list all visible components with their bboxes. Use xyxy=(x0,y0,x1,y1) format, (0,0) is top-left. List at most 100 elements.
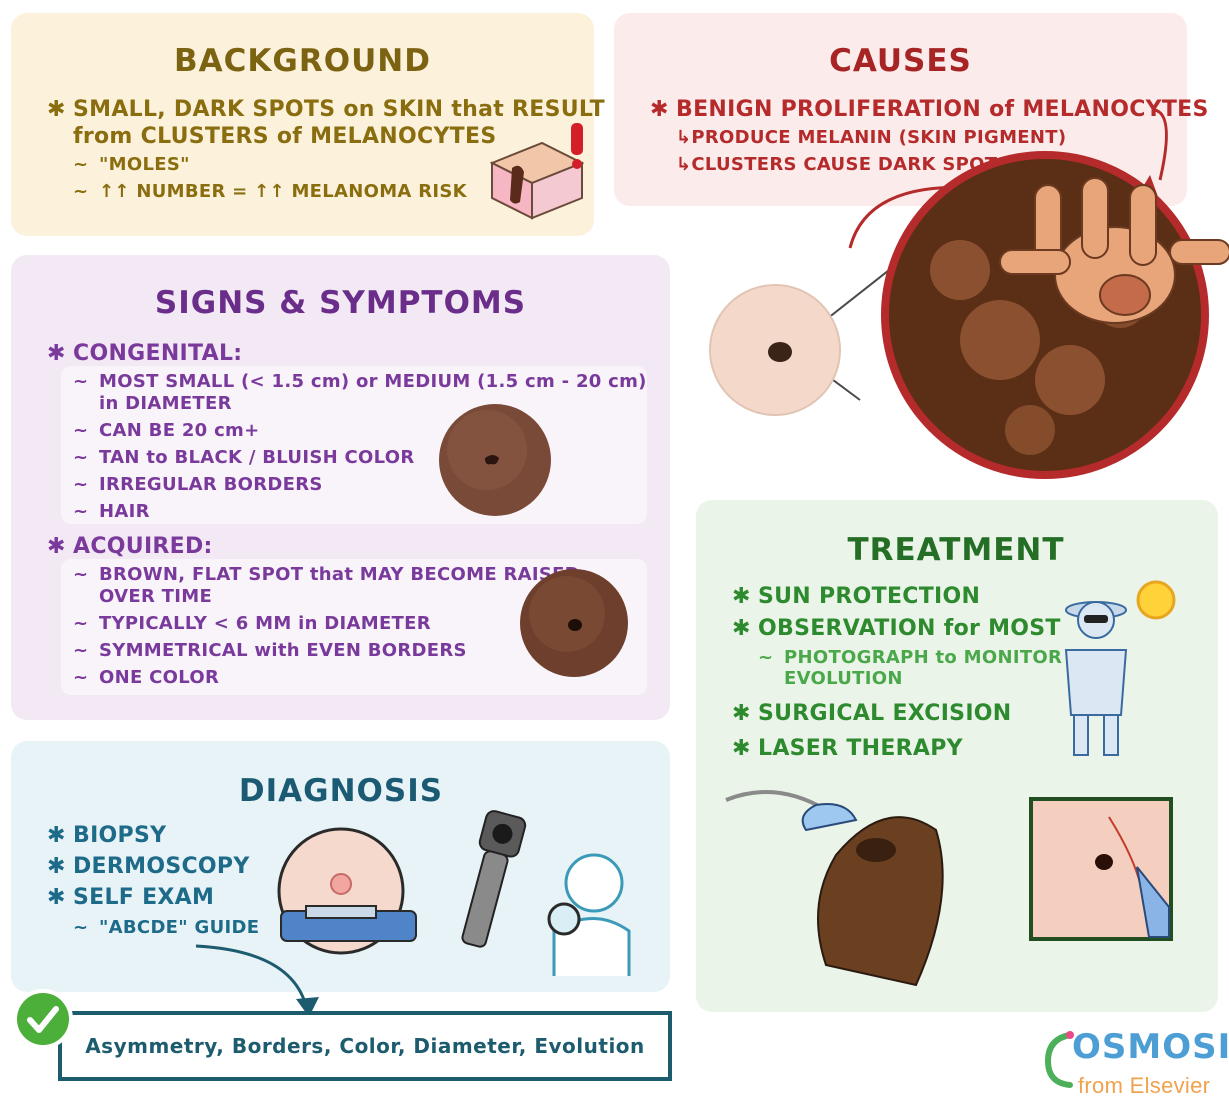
tilde-icon: ~ xyxy=(73,501,89,522)
background-title: BACKGROUND xyxy=(174,43,431,79)
congenital-item: ~ CAN BE 20 cm+ xyxy=(73,420,259,441)
background-sub1-text: "MOLES" xyxy=(99,154,190,175)
tilde-icon: ~ xyxy=(73,420,89,441)
self-exam-person-icon xyxy=(547,853,631,976)
tilde-icon: ~ xyxy=(73,474,89,495)
background-sub-moles: ~ "MOLES" xyxy=(73,154,190,175)
treatment-item: ✱ SUN PROTECTION xyxy=(732,584,980,609)
tilde-icon: ~ xyxy=(73,371,89,392)
tilde-icon: ~ xyxy=(758,647,774,668)
tilde-icon: ~ xyxy=(73,667,89,688)
osmosis-logo-word: OSMOSIS xyxy=(1072,1027,1229,1067)
congenital-item: ~ HAIR xyxy=(73,501,150,522)
checkmark-icon xyxy=(27,1006,59,1033)
causes-sub2: ↳CLUSTERS CAUSE DARK SPOTS xyxy=(676,154,1011,175)
congenital-item: ~ MOST SMALL (< 1.5 cm) or MEDIUM (1.5 cm… xyxy=(73,371,647,392)
congenital-item-text: IRREGULAR BORDERS xyxy=(99,474,323,495)
treatment-panel: TREATMENT ✱ SUN PROTECTION ✱ OBSERVATION f… xyxy=(696,500,1218,1012)
star-icon: ✱ xyxy=(732,616,751,641)
diagnosis-panel: DIAGNOSIS ✱ BIOPSY ✱ DERMOSCOPY ✱SELF EXAM… xyxy=(11,741,670,1017)
melanocyte-magnification-illustration xyxy=(709,108,1229,479)
background-bullet: ✱ SMALL, DARK SPOTS on SKIN that RESULT xyxy=(47,97,605,122)
excision-shoulder-illustration xyxy=(725,790,944,987)
congenital-mole-image xyxy=(439,404,551,516)
diagnosis-item-text: DERMOSCOPY xyxy=(73,854,250,879)
congenital-heading: ✱ CONGENITAL: xyxy=(47,341,242,366)
causes-bullet-text: BENIGN PROLIFERATION of MELANOCYTES xyxy=(676,97,1209,122)
treatment-sub: ~ PHOTOGRAPH to MONITOR xyxy=(758,647,1062,668)
treatment-title: TREATMENT xyxy=(847,532,1065,568)
signs-title: SIGNS & SYMPTOMS xyxy=(154,285,527,321)
congenital-item-text: CAN BE 20 cm+ xyxy=(99,420,260,441)
treatment-item: ✱ SURGICAL EXCISION xyxy=(732,701,1012,726)
acquired-item-text: SYMMETRICAL with EVEN BORDERS xyxy=(99,640,467,661)
star-icon: ✱ xyxy=(47,534,66,559)
treatment-item-text: LASER THERAPY xyxy=(758,736,963,761)
treatment-sub-text: PHOTOGRAPH to MONITOR xyxy=(784,647,1063,668)
star-icon: ✱ xyxy=(732,701,751,726)
star-icon: ✱ xyxy=(47,97,66,122)
acquired-item-text: TYPICALLY < 6 MM in DIAMETER xyxy=(99,613,431,634)
tilde-icon: ~ xyxy=(73,154,89,175)
background-sub-risk: ~ ↑↑ NUMBER = ↑↑ MELANOMA RISK xyxy=(73,181,467,202)
causes-bullet: ✱ BENIGN PROLIFERATION of MELANOCYTES xyxy=(650,97,1209,122)
diagnosis-item: ✱ DERMOSCOPY xyxy=(47,854,250,879)
treatment-item: ✱ LASER THERAPY xyxy=(732,736,963,761)
background-sub2-text: ↑↑ NUMBER = ↑↑ MELANOMA RISK xyxy=(99,181,467,202)
skin-section-icon xyxy=(489,123,585,220)
abcde-box: Asymmetry, Borders, Color, Diameter, Evo… xyxy=(58,1011,672,1081)
acquired-item: ~ BROWN, FLAT SPOT that MAY BECOME RAISED xyxy=(73,564,580,585)
congenital-item-cont: in DIAMETER xyxy=(99,393,232,414)
acquired-item: ~ ONE COLOR xyxy=(73,667,219,688)
acquired-item: ~ SYMMETRICAL with EVEN BORDERS xyxy=(73,640,467,661)
acquired-mole-image xyxy=(520,569,628,677)
star-icon: ✱ xyxy=(47,854,66,879)
diagnosis-title: DIAGNOSIS xyxy=(238,773,444,809)
background-panel: BACKGROUND ✱ SMALL, DARK SPOTS on SKIN th… xyxy=(11,13,605,236)
tilde-icon: ~ xyxy=(73,640,89,661)
causes-sub1: ↳PRODUCE MELANIN (SKIN PIGMENT) xyxy=(676,127,1067,148)
star-icon: ✱ xyxy=(732,736,751,761)
arrow-to-abcde-icon xyxy=(195,944,319,1017)
congenital-item-text: HAIR xyxy=(99,501,150,522)
treatment-item-text: SUN PROTECTION xyxy=(758,584,981,609)
background-bullet-line2: from CLUSTERS of MELANOCYTES xyxy=(73,124,497,149)
dermatoscope-icon xyxy=(461,810,527,948)
star-icon: ✱ xyxy=(732,584,751,609)
osmosis-logo-mark-icon xyxy=(1044,1031,1074,1088)
tilde-icon: ~ xyxy=(73,181,89,202)
acquired-heading-text: ACQUIRED: xyxy=(73,534,213,559)
treatment-item-text: OBSERVATION for MOST xyxy=(758,616,1061,641)
congenital-item-text: TAN to BLACK / BLUISH COLOR xyxy=(99,447,415,468)
tilde-icon: ~ xyxy=(73,564,89,585)
congenital-box xyxy=(61,366,647,524)
diagnosis-sub-text: "ABCDE" GUIDE xyxy=(99,917,260,938)
tilde-icon: ~ xyxy=(73,447,89,468)
star-icon: ✱ xyxy=(47,341,66,366)
osmosis-logo-from: from Elsevier xyxy=(1078,1073,1211,1098)
diagnosis-item-text: SELF EXAM xyxy=(73,885,215,910)
congenital-item-text: MOST SMALL (< 1.5 cm) or MEDIUM (1.5 cm … xyxy=(99,371,647,392)
diagnosis-item-text: BIOPSY xyxy=(73,823,167,848)
treatment-item: ✱ OBSERVATION for MOST xyxy=(732,616,1061,641)
sun-protection-person-icon xyxy=(1064,580,1176,756)
biopsy-illustration xyxy=(277,827,417,955)
acquired-item-cont: OVER TIME xyxy=(99,586,213,607)
diagnosis-item: ✱SELF EXAM xyxy=(47,885,214,910)
congenital-heading-text: CONGENITAL: xyxy=(73,341,243,366)
osmosis-logo: OSMOSIS from Elsevier xyxy=(1042,1025,1229,1105)
diagnosis-sub: ~"ABCDE" GUIDE xyxy=(73,917,259,938)
tilde-icon: ~ xyxy=(73,613,89,634)
signs-panel: SIGNS & SYMPTOMS ✱ CONGENITAL: ~ MOST SMAL… xyxy=(11,255,670,720)
diagnosis-item: ✱ BIOPSY xyxy=(47,823,166,848)
star-icon: ✱ xyxy=(650,97,669,122)
abcde-text: Asymmetry, Borders, Color, Diameter, Evo… xyxy=(85,1034,645,1058)
acquired-item: ~ TYPICALLY < 6 MM in DIAMETER xyxy=(73,613,431,634)
acquired-item-text: ONE COLOR xyxy=(99,667,220,688)
checkmark-badge xyxy=(13,989,73,1049)
acquired-item-text: BROWN, FLAT SPOT that MAY BECOME RAISED xyxy=(99,564,581,585)
treatment-item-text: SURGICAL EXCISION xyxy=(758,701,1012,726)
star-icon: ✱ xyxy=(47,823,66,848)
background-bullet-line1: SMALL, DARK SPOTS on SKIN that RESULT xyxy=(73,97,605,122)
causes-title: CAUSES xyxy=(829,43,972,79)
